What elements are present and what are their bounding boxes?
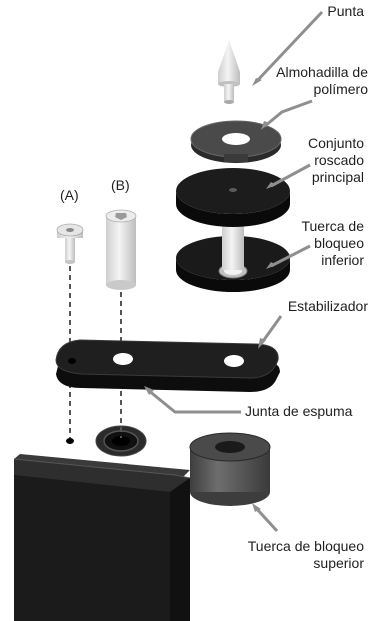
screw-b (105, 209, 137, 290)
upper-lock-nut (189, 432, 271, 506)
main-threaded-assembly (176, 168, 290, 227)
arrow-conjunto (270, 163, 311, 188)
label-screw-b: (B) (111, 177, 130, 193)
label-junta: Junta de espuma (245, 403, 353, 419)
arrow-tuerca-superior (254, 506, 279, 533)
screw-a (56, 223, 84, 264)
polymer-pad (190, 120, 282, 163)
spike (218, 40, 240, 104)
label-punta: Punta (327, 3, 364, 19)
label-tuerca-inferior: Tuerca de bloqueo inferior (301, 218, 364, 268)
label-tuerca-superior: Tuerca de bloqueo superior (247, 538, 364, 571)
speaker-cabinet (13, 454, 191, 621)
label-almohadilla: Almohadilla de polímero (276, 64, 368, 97)
arrow-heads (144, 78, 276, 512)
label-conjunto: Conjunto roscado principal (307, 135, 364, 185)
stabilizer-plate (55, 339, 280, 392)
arrow-junta (147, 388, 241, 414)
arrow-almohadilla (264, 99, 313, 128)
arrow-punta (254, 10, 324, 84)
threaded-shaft (222, 218, 244, 270)
arrow-tuerca-inferior (270, 244, 311, 268)
leader-arrows (147, 10, 324, 533)
hole-b-with-gasket (95, 425, 147, 457)
label-estabilizador: Estabilizador (287, 298, 368, 314)
arrow-estabilizador (259, 315, 283, 345)
label-screw-a: (A) (60, 187, 79, 203)
hole-a (66, 438, 74, 444)
